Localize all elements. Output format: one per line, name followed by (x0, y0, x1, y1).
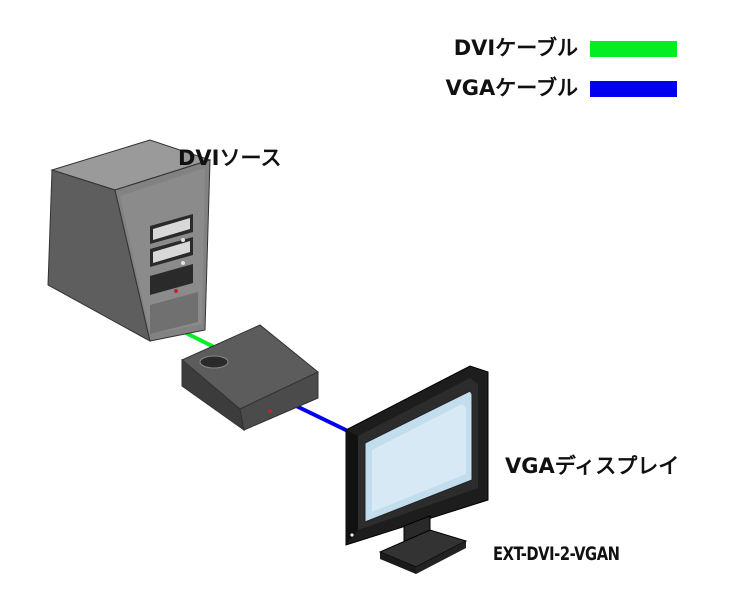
legend-vga-swatch (590, 80, 677, 97)
vga-cable (289, 401, 351, 434)
lcd-monitor-icon (345, 365, 489, 574)
legend-dvi-swatch (590, 40, 677, 57)
computer-tower-icon (47, 139, 212, 342)
source-label: DVIソース (178, 146, 282, 170)
legend-dvi-label: DVIケーブル (453, 36, 578, 60)
legend-vga-row: VGAケーブル (446, 78, 677, 99)
legend-vga-label: VGAケーブル (445, 76, 578, 100)
converter-box-icon (181, 324, 319, 432)
legend-dvi-row: DVIケーブル (454, 38, 677, 59)
display-label: VGAディスプレイ (505, 454, 680, 478)
model-label: EXT-DVI-2-VGAN (493, 543, 620, 565)
